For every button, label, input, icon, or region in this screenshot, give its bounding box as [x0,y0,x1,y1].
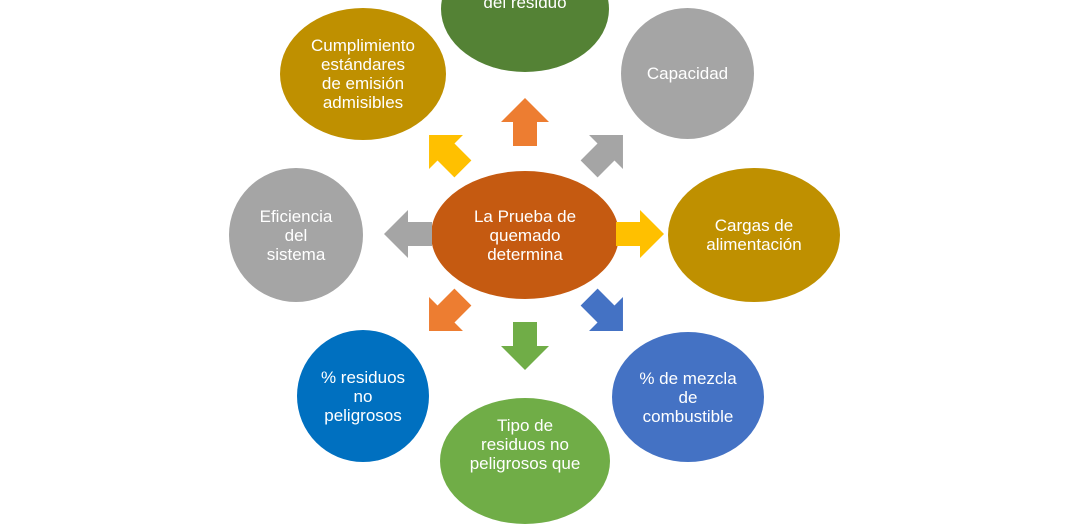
arrow-down-left-shape [429,288,472,331]
center-node: La Prueba de quemado determina [431,171,619,299]
arrow-down [501,322,549,370]
node-tipo-label: Tipo de residuos no peligrosos que [469,416,581,473]
node-cargas-label: Cargas de alimentación [706,216,802,254]
node-capacidad: Capacidad [621,8,754,139]
arrow-up-right [572,118,640,186]
node-cumplimiento: Cumplimiento estándares de emisión admis… [280,8,446,140]
node-eficiencia: Eficiencia del sistema [229,168,363,302]
node-destruccion: destrucción del residuo [441,0,609,72]
arrow-up-left [412,118,480,186]
arrow-down-left [412,280,480,348]
arrow-down-right [572,280,640,348]
node-destruccion-label: destrucción del residuo [483,0,567,12]
node-mezcla-label: % de mezcla de combustible [639,368,737,426]
arrow-down-shape [501,322,549,370]
node-cumplimiento-label: Cumplimiento estándares de emisión admis… [311,36,415,112]
arrow-down-right-shape [580,288,623,331]
arrow-up-right-shape [580,135,623,178]
node-cargas: Cargas de alimentación [668,168,840,302]
arrow-left [384,210,432,258]
center-label: La Prueba de quemado determina [473,206,577,264]
node-residuos-label: % residuos no peligrosos [320,367,406,425]
arrow-up-shape [501,98,549,146]
arrow-right [616,210,664,258]
arrow-right-shape [616,210,664,258]
arrow-left-shape [384,210,432,258]
node-mezcla: % de mezcla de combustible [612,332,764,462]
diagram-canvas: La Prueba de quemado determina destrucci… [229,0,840,524]
node-capacidad-label: Capacidad [646,64,729,83]
node-tipo: Tipo de residuos no peligrosos que [440,398,610,524]
arrow-up-left-shape [429,135,472,178]
arrow-up [501,98,549,146]
node-eficiencia-label: Eficiencia del sistema [259,206,333,264]
node-residuos: % residuos no peligrosos [297,330,429,462]
